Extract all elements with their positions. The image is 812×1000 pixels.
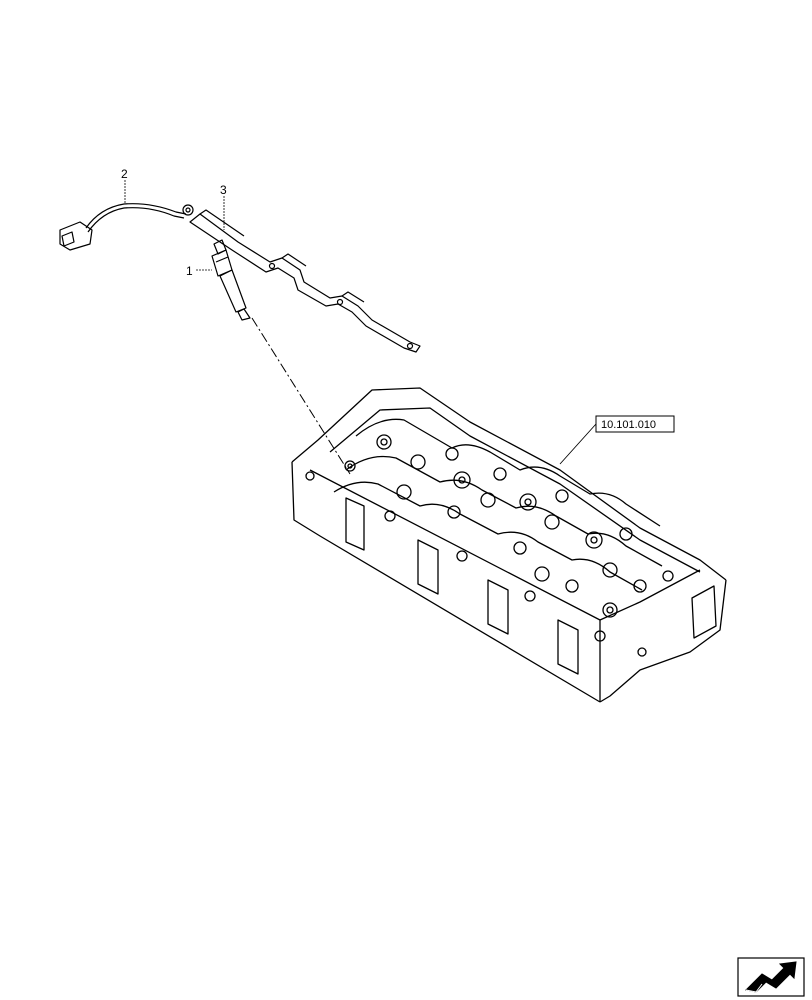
callout-2-label: 2 [121,167,128,181]
callout-3: 3 [220,183,227,230]
next-page-arrow-icon[interactable] [737,957,805,997]
callout-2: 2 [121,167,128,204]
reference-label: 10.101.010 [601,419,656,431]
cylinder-head [291,387,727,703]
callout-3-label: 3 [220,183,227,197]
glow-plug [211,239,251,321]
callout-1: 1 [186,264,212,278]
glow-plug-wire [59,203,194,251]
glow-plug-bus-bar [189,209,421,353]
install-centerline [251,317,351,475]
reference-callout[interactable]: 10.101.010 [559,415,675,465]
callout-1-label: 1 [186,264,193,278]
reference-box [595,415,675,433]
